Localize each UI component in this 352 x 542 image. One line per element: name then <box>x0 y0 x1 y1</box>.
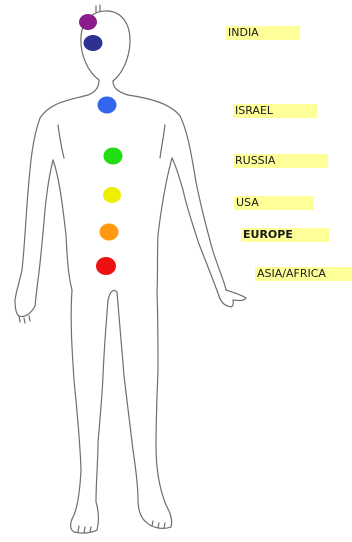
neck-right <box>113 81 128 95</box>
label-asia-africa: ASIA/AFRICA <box>255 267 352 281</box>
left-leg-outer <box>71 290 97 533</box>
right-torso <box>157 158 172 292</box>
right-leg-inner <box>117 292 171 528</box>
label-usa: USA <box>234 196 314 210</box>
label-israel: ISRAEL <box>233 104 317 118</box>
left-arm-outer <box>15 95 88 317</box>
solar-plexus-chakra-dot <box>103 187 121 203</box>
neck-left <box>88 80 99 95</box>
chest-line-left <box>58 125 64 158</box>
left-torso <box>53 160 72 290</box>
label-europe: EUROPE <box>241 228 329 242</box>
label-india: INDIA <box>226 26 300 40</box>
label-russia: RUSSIA <box>233 154 328 168</box>
human-outline <box>15 5 246 533</box>
hair-strands <box>96 5 100 12</box>
crotch <box>108 290 117 300</box>
throat-chakra-dot <box>98 97 117 114</box>
left-arm-inner <box>35 160 53 306</box>
root-chakra-dot <box>96 257 116 275</box>
chakra-points <box>79 14 123 275</box>
right-hand <box>219 290 246 307</box>
heart-chakra-dot <box>104 148 123 165</box>
third-eye-chakra-dot <box>84 35 103 51</box>
crown-chakra-dot <box>79 14 97 30</box>
sacral-chakra-dot <box>100 224 119 241</box>
right-arm-outer <box>128 95 226 290</box>
left-leg-inner <box>96 300 108 530</box>
chest-line-right <box>160 125 165 158</box>
left-toes <box>78 526 91 533</box>
right-leg-outer <box>156 292 172 527</box>
